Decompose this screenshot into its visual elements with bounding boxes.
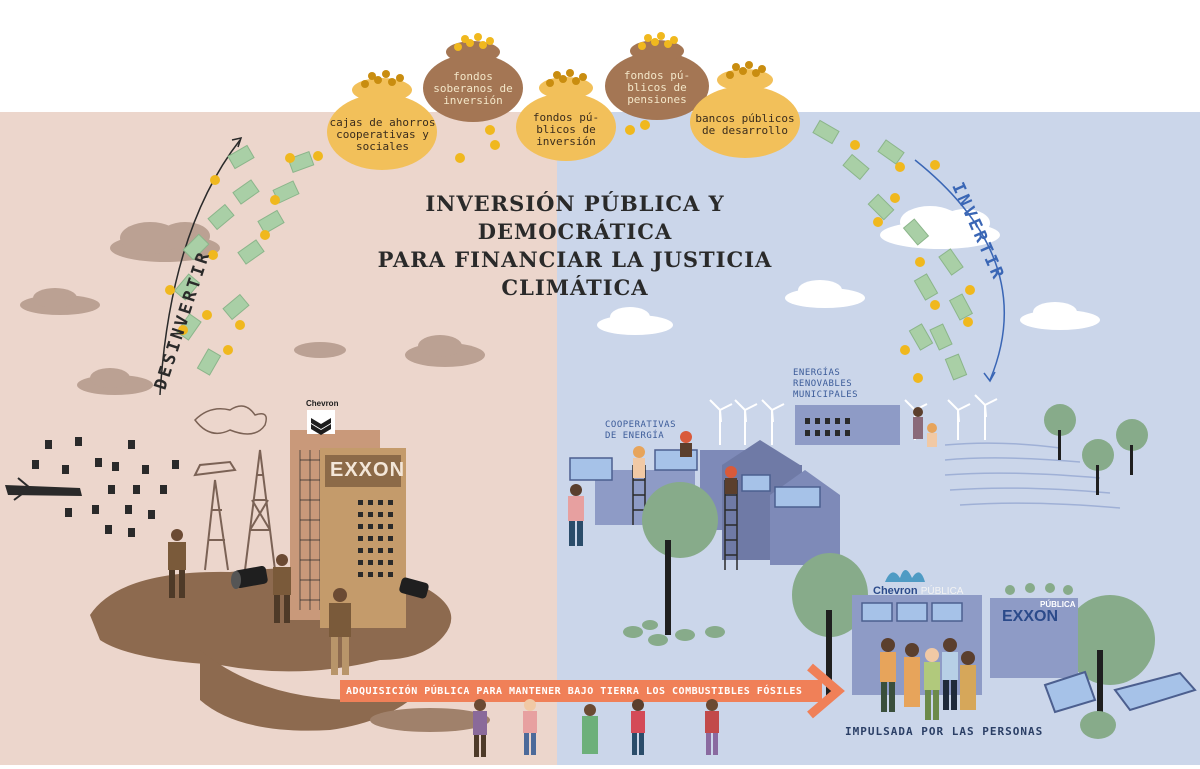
title-line-2: PARA FINANCIAR LA JUSTICIA xyxy=(377,247,773,272)
chevron-public-word: PÚBLICA xyxy=(920,586,964,597)
money-bag-4-label: fondos pú- blicos de pensiones xyxy=(610,70,704,106)
exxon-sign xyxy=(325,455,401,487)
bag4-line1: fondos pú- xyxy=(623,69,691,82)
bag4-line2: blicos de xyxy=(627,81,687,94)
exxon-public-building xyxy=(990,583,1078,678)
chevron-public-logo: Chevron PÚBLICA xyxy=(873,585,963,597)
bag2-line1: fondos xyxy=(453,70,493,83)
solar-panels xyxy=(1043,670,1197,714)
people-powered-label: IMPULSADA POR LAS PERSONAS xyxy=(845,725,1044,738)
tree-stumps xyxy=(5,437,179,537)
coins xyxy=(165,120,975,383)
oil-barrels xyxy=(231,565,429,599)
wind-turbines xyxy=(709,394,998,445)
money-bag-1-label: cajas de ahorros cooperativas y sociales xyxy=(325,117,440,153)
ren-line1: ENERGÍAS xyxy=(793,368,841,378)
banner-people xyxy=(473,699,719,757)
bag4-line3: pensiones xyxy=(627,93,687,106)
exxon-public-word: PÚBLICA xyxy=(1040,600,1076,609)
bag3-line3: inversión xyxy=(536,135,596,148)
main-title: INVERSIÓN PÚBLICA Y DEMOCRÁTICA PARA FIN… xyxy=(330,190,820,302)
invest-arrow-line xyxy=(914,159,1006,381)
title-line-1: INVERSIÓN PÚBLICA Y DEMOCRÁTICA xyxy=(425,191,725,244)
money-bag-2-label: fondos soberanos de inversión xyxy=(428,71,518,107)
banner-text: ADQUISICIÓN PÚBLICA PARA MANTENER BAJO T… xyxy=(346,686,803,697)
oil-rigs xyxy=(193,449,276,571)
title-line-3: CLIMÁTICA xyxy=(501,275,649,300)
divest-arrow-head xyxy=(231,136,243,148)
coop-line1: COOPERATIVAS xyxy=(605,420,677,430)
invest-arrow-head xyxy=(983,371,996,383)
money-bag-1 xyxy=(327,70,437,170)
exxon-public-logo: EXXON xyxy=(1002,608,1059,625)
bag1-line3: sociales xyxy=(356,140,409,153)
exxon-logo-text: EXXON xyxy=(330,459,406,481)
bag1-line1: cajas de ahorros xyxy=(329,116,436,129)
bag2-line3: inversión xyxy=(443,94,503,107)
renewables-label: ENERGÍAS RENOVABLES MUNICIPALES xyxy=(793,368,858,401)
fields xyxy=(944,442,1121,509)
bag5-line1: bancos públicos xyxy=(695,112,795,125)
acquisition-banner xyxy=(340,663,845,719)
bag2-line2: soberanos de xyxy=(433,82,513,95)
bag1-line2: cooperativas y xyxy=(336,128,429,141)
ren-line2: RENOVABLES xyxy=(793,379,853,389)
bag3-line1: fondos pú- xyxy=(532,111,600,124)
people-group xyxy=(880,638,976,720)
pollution-clouds xyxy=(20,222,485,395)
money-bag-3-label: fondos pú- blicos de inversión xyxy=(521,112,611,148)
chevron-public-name: Chevron xyxy=(873,585,918,597)
banknotes-right xyxy=(812,119,974,381)
solar-workers xyxy=(568,407,937,546)
cooperatives-label: COOPERATIVAS DE ENERGÍA xyxy=(605,420,676,442)
ren-line3: MUNICIPALES xyxy=(793,390,859,400)
bag3-line2: blicos de xyxy=(536,123,596,136)
bag5-line2: de desarrollo xyxy=(701,124,789,137)
trees xyxy=(642,404,1155,739)
exxon-windows xyxy=(358,500,393,577)
municipal-renewables xyxy=(795,405,900,445)
chevron-logo xyxy=(307,410,335,435)
flare xyxy=(194,405,267,435)
oil-workers xyxy=(168,529,351,675)
money-bag-3 xyxy=(516,69,616,161)
coop-line2: DE ENERGÍA xyxy=(605,431,665,441)
money-bag-5 xyxy=(690,61,800,158)
plants xyxy=(623,620,725,646)
money-bag-4 xyxy=(605,32,709,120)
chevron-logo-text: Chevron xyxy=(306,399,339,408)
money-bag-5-label: bancos públicos de desarrollo xyxy=(690,113,800,137)
money-bag-2 xyxy=(423,33,523,122)
